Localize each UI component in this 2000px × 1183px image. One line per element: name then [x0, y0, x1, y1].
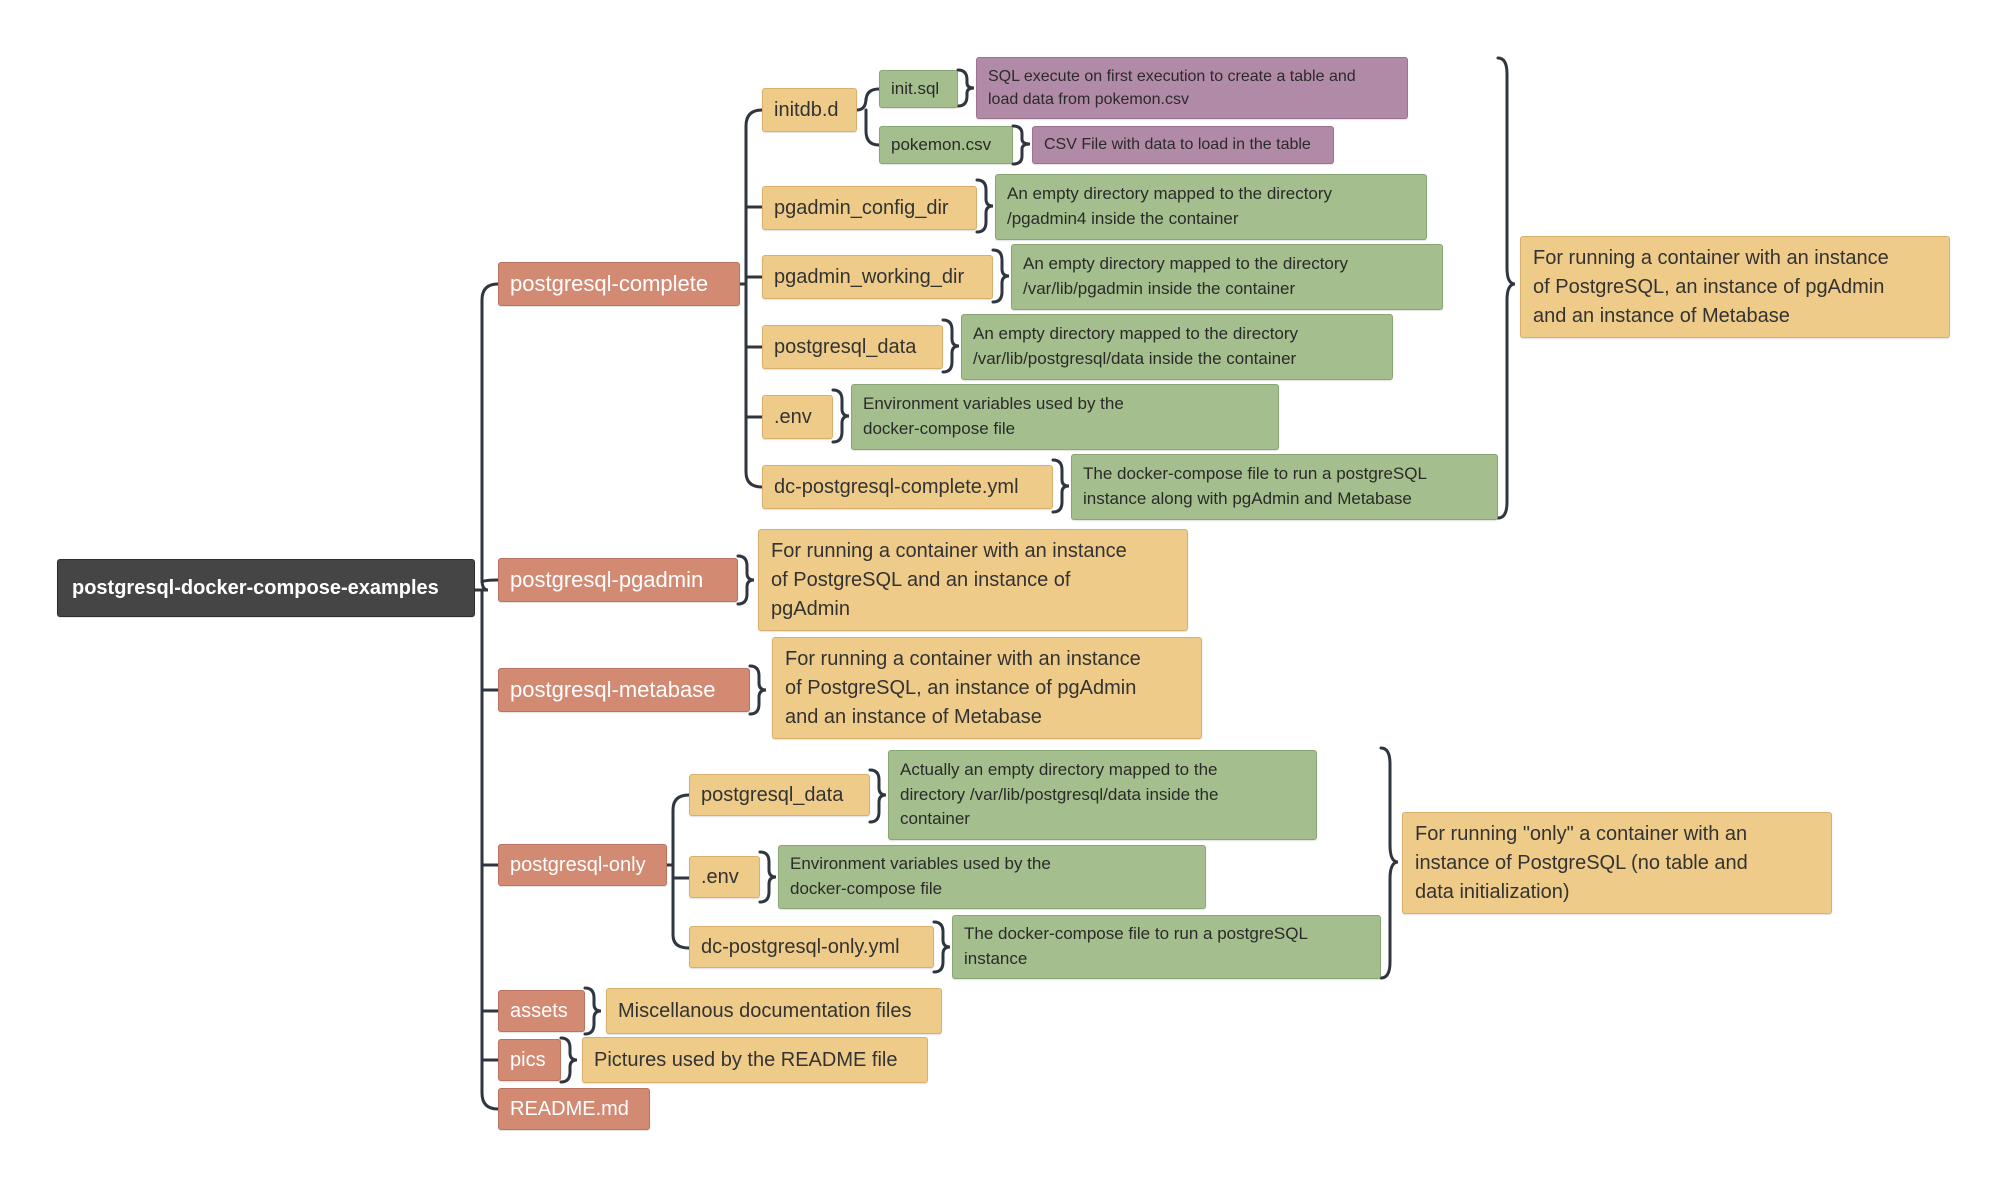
pokemon-csv-label: pokemon.csv — [891, 134, 992, 154]
init-sql-node[interactable]: init.sql — [879, 70, 958, 108]
root-trunk-line — [473, 282, 500, 1111]
only-trunk-line — [665, 793, 691, 950]
dc-postgresql-only-yml-description-text: The docker-compose file to run a postgre… — [964, 924, 1308, 968]
bracket-env — [831, 388, 850, 444]
only-postgresql-data-description-text: Actually an empty directory mapped to th… — [900, 760, 1219, 829]
bracket-only-yml — [932, 920, 951, 974]
pics-label: pics — [510, 1048, 546, 1071]
only-env-node[interactable]: .env — [689, 856, 760, 898]
root-node[interactable]: postgresql-docker-compose-examples — [57, 559, 475, 617]
init-sql-description: SQL execute on first execution to create… — [976, 57, 1408, 119]
postgresql-data-description-text: An empty directory mapped to the directo… — [973, 324, 1299, 368]
bracket-only-postgresql-data — [868, 768, 887, 824]
postgresql-metabase-description-text: For running a container with an instance… — [785, 647, 1141, 728]
only-env-label: .env — [701, 865, 739, 888]
initdb-branch-line — [855, 87, 881, 147]
pokemon-csv-description-text: CSV File with data to load in the table — [1044, 136, 1311, 154]
assets-description: Miscellanous documentation files — [606, 988, 942, 1034]
readme-label: README.md — [510, 1097, 629, 1120]
pgadmin-config-dir-node[interactable]: pgadmin_config_dir — [762, 186, 977, 230]
only-env-description: Environment variables used by the docker… — [778, 845, 1206, 909]
pokemon-csv-description: CSV File with data to load in the table — [1032, 126, 1334, 164]
postgresql-complete-label: postgresql-complete — [510, 271, 709, 297]
pgadmin-working-dir-label: pgadmin_working_dir — [774, 265, 965, 288]
only-env-description-text: Environment variables used by the docker… — [790, 854, 1051, 898]
pgadmin-working-dir-node[interactable]: pgadmin_working_dir — [762, 255, 993, 299]
bracket-complete-summary — [1496, 56, 1516, 520]
bracket-only-summary — [1379, 746, 1399, 980]
postgresql-only-node[interactable]: postgresql-only — [498, 844, 667, 886]
postgresql-metabase-node[interactable]: postgresql-metabase — [498, 668, 750, 712]
postgresql-complete-summary: For running a container with an instance… — [1520, 236, 1950, 338]
pokemon-csv-node[interactable]: pokemon.csv — [879, 126, 1013, 164]
bracket-pgadmin-working — [991, 248, 1010, 304]
bracket-pokemon — [1011, 124, 1031, 166]
postgresql-data-label: postgresql_data — [774, 335, 917, 358]
bracket-pics — [559, 1036, 578, 1084]
pgadmin-config-dir-description-text: An empty directory mapped to the directo… — [1007, 184, 1333, 228]
pics-description-text: Pictures used by the README file — [594, 1048, 898, 1071]
pgadmin-working-dir-description: An empty directory mapped to the directo… — [1011, 244, 1443, 310]
initdb-node[interactable]: initdb.d — [762, 88, 857, 132]
only-postgresql-data-label: postgresql_data — [701, 783, 844, 806]
bracket-assets — [583, 986, 602, 1036]
postgresql-pgadmin-node[interactable]: postgresql-pgadmin — [498, 558, 738, 602]
dc-postgresql-only-yml-label: dc-postgresql-only.yml — [701, 935, 900, 958]
env-description-text: Environment variables used by the docker… — [863, 394, 1124, 438]
postgresql-metabase-description: For running a container with an instance… — [772, 637, 1202, 739]
dc-postgresql-complete-yml-node[interactable]: dc-postgresql-complete.yml — [762, 465, 1053, 509]
dc-postgresql-complete-yml-description-text: The docker-compose file to run a postgre… — [1083, 464, 1427, 508]
pgadmin-config-dir-label: pgadmin_config_dir — [774, 196, 949, 219]
bracket-init-sql — [956, 68, 975, 108]
complete-trunk-line — [738, 108, 764, 489]
postgresql-pgadmin-label: postgresql-pgadmin — [510, 567, 704, 593]
postgresql-only-summary-text: For running "only" a container with an i… — [1415, 822, 1748, 903]
only-postgresql-data-description: Actually an empty directory mapped to th… — [888, 750, 1317, 840]
postgresql-only-summary: For running "only" a container with an i… — [1402, 812, 1832, 914]
dc-postgresql-only-yml-node[interactable]: dc-postgresql-only.yml — [689, 926, 934, 968]
root-branch-pgadmin — [480, 578, 500, 584]
init-sql-description-text: SQL execute on first execution to create… — [988, 67, 1356, 108]
only-postgresql-data-node[interactable]: postgresql_data — [689, 774, 870, 816]
init-sql-label: init.sql — [891, 78, 940, 98]
root-node-label: postgresql-docker-compose-examples — [72, 576, 439, 599]
postgresql-metabase-label: postgresql-metabase — [510, 677, 716, 703]
assets-label: assets — [510, 999, 568, 1022]
dc-postgresql-complete-yml-description: The docker-compose file to run a postgre… — [1071, 454, 1498, 520]
bracket-pgadmin-config — [975, 178, 994, 234]
assets-description-text: Miscellanous documentation files — [618, 999, 912, 1022]
postgresql-pgadmin-description: For running a container with an instance… — [758, 529, 1188, 631]
dc-postgresql-only-yml-description: The docker-compose file to run a postgre… — [952, 915, 1381, 979]
readme-node[interactable]: README.md — [498, 1088, 650, 1130]
initdb-label: initdb.d — [774, 98, 839, 121]
env-node[interactable]: .env — [762, 395, 833, 439]
postgresql-complete-summary-text: For running a container with an instance… — [1533, 246, 1889, 327]
bracket-yml — [1051, 458, 1070, 514]
bracket-pgadmin — [736, 554, 755, 606]
bracket-metabase — [748, 664, 767, 716]
postgresql-complete-node[interactable]: postgresql-complete — [498, 262, 740, 306]
pgadmin-working-dir-description-text: An empty directory mapped to the directo… — [1023, 254, 1349, 298]
postgresql-data-description: An empty directory mapped to the directo… — [961, 314, 1393, 380]
pics-node[interactable]: pics — [498, 1039, 561, 1081]
dc-postgresql-complete-yml-label: dc-postgresql-complete.yml — [774, 475, 1019, 498]
assets-node[interactable]: assets — [498, 990, 585, 1032]
bracket-only-env — [758, 850, 777, 904]
pics-description: Pictures used by the README file — [582, 1037, 928, 1083]
pgadmin-config-dir-description: An empty directory mapped to the directo… — [995, 174, 1427, 240]
postgresql-only-label: postgresql-only — [510, 853, 646, 876]
bracket-postgresql-data — [941, 318, 960, 374]
postgresql-pgadmin-description-text: For running a container with an instance… — [771, 539, 1127, 620]
env-label: .env — [774, 405, 812, 428]
env-description: Environment variables used by the docker… — [851, 384, 1279, 450]
postgresql-data-node[interactable]: postgresql_data — [762, 325, 943, 369]
